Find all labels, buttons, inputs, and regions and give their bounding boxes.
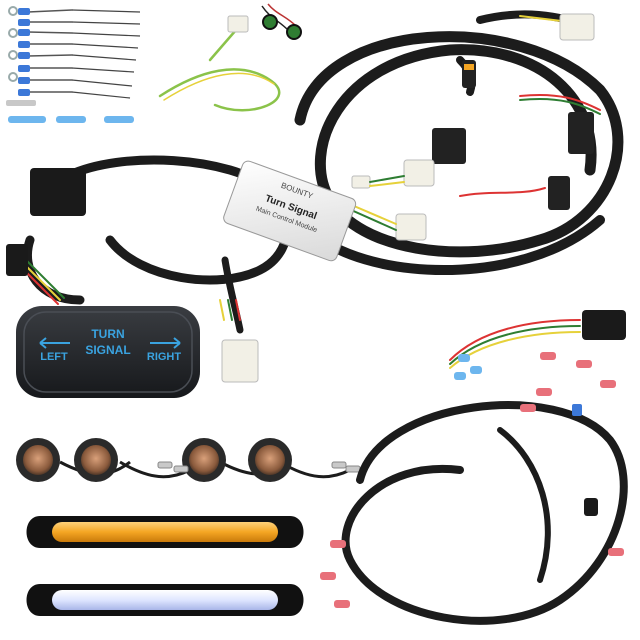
harness-plug-mid xyxy=(568,112,594,154)
switch-right-label: RIGHT xyxy=(147,351,182,363)
marker-light xyxy=(248,438,292,482)
white-light-bar xyxy=(26,584,304,616)
right-arrow-icon xyxy=(150,337,181,349)
main-harness xyxy=(294,10,624,275)
harness-plug-center xyxy=(432,128,466,164)
harness-plug-lower xyxy=(548,176,570,210)
indicator-lights xyxy=(261,3,302,40)
marker-light xyxy=(74,438,118,482)
pink-terminals xyxy=(320,352,624,608)
relay-plug-white xyxy=(221,339,259,383)
butt-connectors xyxy=(6,100,134,123)
amber-light-bar xyxy=(26,516,304,548)
bullet-connectors xyxy=(157,461,361,473)
rocker-switch: TURN SIGNAL LEFT RIGHT xyxy=(16,306,200,398)
round-marker-lights xyxy=(16,438,361,482)
blue-terminals xyxy=(454,354,482,380)
marker-light xyxy=(16,438,60,482)
harness-plug-small xyxy=(351,175,371,189)
zip-ties xyxy=(71,9,141,99)
control-module: BOUNTY Turn Signal Main Control Module xyxy=(223,160,357,262)
ground-wire xyxy=(158,15,281,112)
secondary-plug xyxy=(582,310,626,340)
harness-plug-top xyxy=(559,13,595,41)
switch-left-label: LEFT xyxy=(40,351,68,363)
switch-title-line1: TURN xyxy=(91,327,124,341)
marker-light xyxy=(182,438,226,482)
secondary-harness xyxy=(320,310,628,625)
connector-kit xyxy=(6,6,141,123)
relay-block xyxy=(30,168,86,216)
harness-plug-white-a xyxy=(403,159,435,187)
harness-plug-white-b xyxy=(395,213,427,241)
relay-harness xyxy=(6,155,292,383)
switch-title-line2: SIGNAL xyxy=(85,343,130,357)
terminal-row xyxy=(8,6,73,96)
left-arrow-icon xyxy=(39,337,70,349)
relay-plug-left xyxy=(6,244,28,276)
